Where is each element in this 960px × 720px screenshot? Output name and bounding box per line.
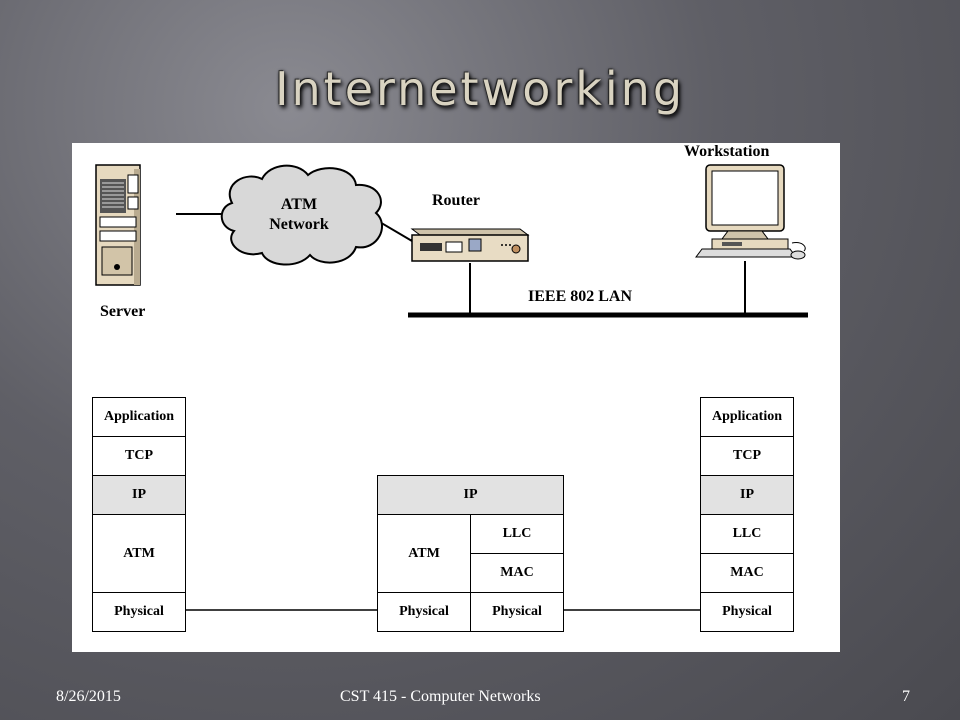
router-ip: IP bbox=[377, 475, 564, 515]
lan-label: IEEE 802 LAN bbox=[528, 288, 633, 305]
network-drawing bbox=[95, 164, 808, 611]
server-atm: ATM bbox=[92, 514, 186, 593]
atm-cloud-text: ATM Network bbox=[244, 195, 354, 235]
workstation-icon bbox=[695, 164, 806, 260]
router-physical-right: Physical bbox=[470, 592, 564, 632]
server-tcp: TCP bbox=[92, 436, 186, 476]
server-icon bbox=[95, 164, 141, 286]
workstation-physical: Physical bbox=[700, 592, 794, 632]
router-mac: MAC bbox=[470, 553, 564, 593]
workstation-llc: LLC bbox=[700, 514, 794, 554]
workstation-label: Workstation bbox=[684, 143, 770, 160]
router-llc: LLC bbox=[470, 514, 564, 554]
footer-date: 8/26/2015 bbox=[56, 688, 121, 705]
router-physical-left: Physical bbox=[377, 592, 471, 632]
server-label: Server bbox=[100, 303, 146, 320]
cloud-router-link bbox=[377, 220, 413, 243]
server-ip: IP bbox=[92, 475, 186, 515]
server-physical: Physical bbox=[92, 592, 186, 632]
diagram-panel: Server Router Workstation IEEE 802 LAN A… bbox=[72, 143, 840, 652]
server-application: Application bbox=[92, 397, 186, 437]
workstation-ip: IP bbox=[700, 475, 794, 515]
footer-page-number: 7 bbox=[902, 688, 910, 705]
slide-title: Internetworking bbox=[274, 62, 686, 116]
workstation-mac: MAC bbox=[700, 553, 794, 593]
atm-cloud bbox=[220, 164, 383, 266]
atm-cloud-line1: ATM bbox=[280, 196, 318, 213]
workstation-tcp: TCP bbox=[700, 436, 794, 476]
router-label: Router bbox=[432, 192, 480, 209]
workstation-application: Application bbox=[700, 397, 794, 437]
router-atm: ATM bbox=[377, 514, 471, 593]
footer-course: CST 415 - Computer Networks bbox=[340, 688, 541, 705]
router-icon bbox=[410, 228, 530, 262]
atm-cloud-line2: Network bbox=[269, 216, 329, 233]
